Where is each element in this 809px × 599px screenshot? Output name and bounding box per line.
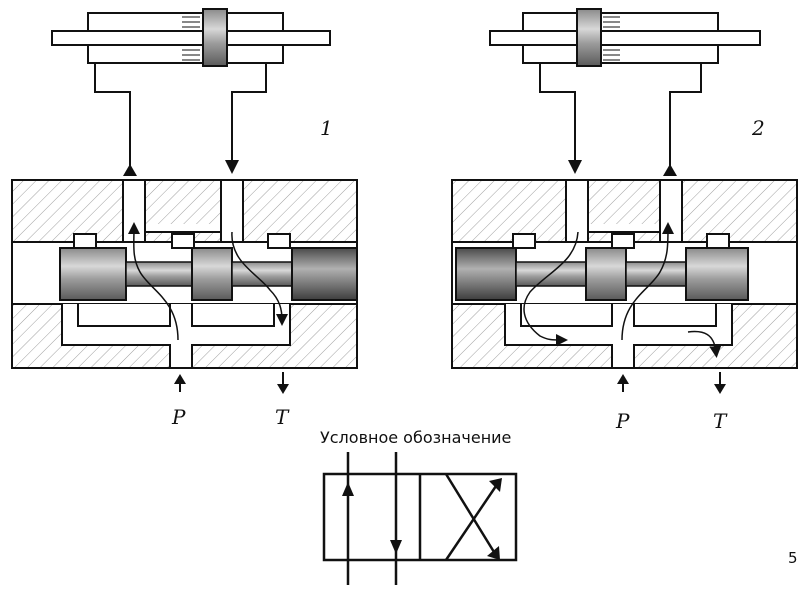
valve-symbol bbox=[322, 452, 518, 585]
position-label-2: 2 bbox=[751, 116, 765, 140]
valve-body-left bbox=[11, 179, 358, 394]
symbol-caption: Условное обозначение bbox=[320, 428, 511, 447]
tank-port-label-right: T bbox=[713, 409, 728, 433]
valve-position-2 bbox=[451, 8, 798, 394]
position-label-1: 1 bbox=[320, 116, 333, 140]
page-number: 5 bbox=[788, 549, 798, 567]
valve-body-right bbox=[451, 179, 798, 394]
cylinder-right bbox=[489, 8, 761, 176]
tank-port-label-left: T bbox=[275, 405, 290, 429]
cylinder-left bbox=[51, 8, 331, 176]
pressure-port-label-right: P bbox=[615, 409, 630, 433]
valve-position-1 bbox=[11, 8, 358, 394]
pressure-port-label-left: P bbox=[171, 405, 186, 429]
